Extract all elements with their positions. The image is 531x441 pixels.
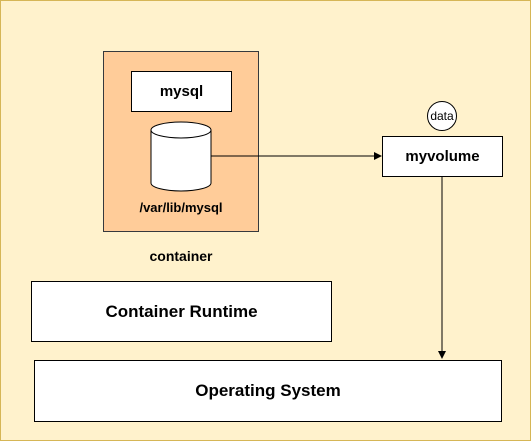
- data-path-label: /var/lib/mysql: [139, 200, 223, 215]
- container-runtime-node: Container Runtime: [31, 281, 332, 342]
- operating-system-node: Operating System: [34, 360, 502, 422]
- myvolume-node: myvolume: [382, 136, 503, 177]
- data-tag-circle: data: [427, 101, 457, 131]
- container-label: container: [149, 248, 213, 264]
- mysql-node: mysql: [131, 71, 232, 112]
